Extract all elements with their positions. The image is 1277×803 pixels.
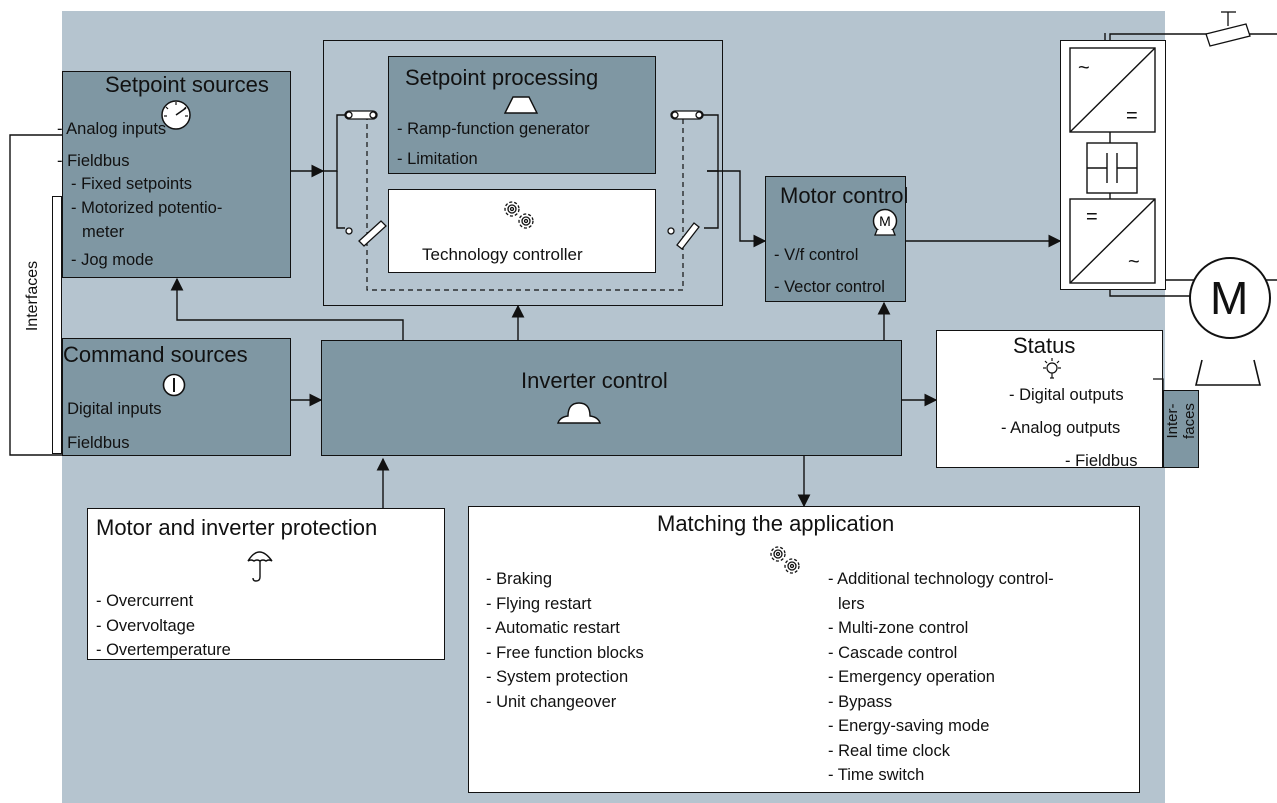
setpoint-processing-title: Setpoint processing xyxy=(405,65,599,90)
protection-item-overvoltage: - Overvoltage xyxy=(96,616,196,635)
matching-item-unit-changeover: - Unit changeover xyxy=(486,692,617,711)
status-item-fieldbus: - Fieldbus xyxy=(1065,452,1138,470)
motor-control-item-vector: - Vector control xyxy=(774,278,885,296)
matching-item-automatic-restart: - Automatic restart xyxy=(486,619,620,637)
status-item-analog-outputs: - Analog outputs xyxy=(1001,419,1121,437)
switch-icon xyxy=(344,110,378,120)
matching-item-multi-zone-control: - Multi-zone control xyxy=(828,619,969,637)
protection-title: Motor and inverter protection xyxy=(96,515,378,540)
technology-controller-block: Technology controller xyxy=(388,189,656,273)
motor-letter: M xyxy=(1210,272,1249,324)
processing-item-ramp-function-generator: - Ramp-function generator xyxy=(397,120,590,138)
matching-item-braking: - Braking xyxy=(486,570,553,588)
inverter-control-block: Inverter control xyxy=(321,340,902,456)
status-block: Status - Digital outputs - Analog output… xyxy=(936,330,1163,470)
protection-item-overtemperature: - Overtemperature xyxy=(96,641,231,659)
dome-icon xyxy=(557,402,601,424)
dial-icon xyxy=(161,100,191,130)
status-interfaces-block: Inter- faces xyxy=(1163,390,1199,468)
protection-item-overcurrent: - Overcurrent xyxy=(96,592,194,610)
status-item-digital-outputs: - Digital outputs xyxy=(1009,386,1124,404)
command-sources-block: Command sources - Digital inputs - Field… xyxy=(57,338,291,456)
setpoint-processing-frame xyxy=(323,40,723,306)
matching-item-free-function-blocks: - Free function blocks xyxy=(486,643,644,662)
technology-controller-label: Technology controller xyxy=(422,245,583,264)
setpoint-processing-block: Setpoint processing - Ramp-function gene… xyxy=(388,56,656,174)
setpoint-sources-title: Setpoint sources xyxy=(105,72,269,97)
matching-item-time-switch: - Time switch xyxy=(828,766,925,784)
rectifier-dc-symbol: = xyxy=(1126,105,1138,127)
gears-icon xyxy=(504,201,534,229)
motor-control-item-vf: - V/f control xyxy=(774,246,859,264)
trapezoid-icon xyxy=(503,96,539,114)
rectifier-ac-symbol: ~ xyxy=(1078,57,1090,79)
matching-item-bypass: - Bypass xyxy=(828,692,893,711)
command-sources-title: Command sources xyxy=(63,342,248,367)
setpoint-sources-block: Setpoint sources - Analog inputs - Field… xyxy=(57,71,291,278)
command-item-fieldbus: - Fieldbus xyxy=(57,434,130,452)
setpoint-item-meter: meter xyxy=(82,223,125,241)
matching-item-real-time-clock: - Real time clock xyxy=(828,741,950,760)
matching-item-additional-technology-controllers: - Additional technology control- xyxy=(828,570,1054,588)
setpoint-item-analog-inputs: - Analog inputs xyxy=(57,120,167,138)
matching-item-emergency-operation: - Emergency operation xyxy=(828,668,995,686)
interfaces-bar xyxy=(52,196,62,454)
motor-icon-letter: M xyxy=(879,213,891,229)
umbrella-icon xyxy=(247,551,273,582)
inverter-ac-symbol: ~ xyxy=(1128,251,1140,273)
status-title: Status xyxy=(1013,333,1076,358)
motor-icon: M xyxy=(872,208,898,236)
inverter-dc-symbol: = xyxy=(1086,206,1098,228)
setpoint-item-fieldbus: - Fieldbus xyxy=(57,152,130,170)
lightbulb-icon xyxy=(1043,358,1061,379)
matching-item-additional-technology-controllers-cont: lers xyxy=(838,594,865,613)
processing-item-limitation: - Limitation xyxy=(397,150,478,168)
setpoint-item-fixed-setpoints: - Fixed setpoints xyxy=(71,175,193,193)
inverter-control-title: Inverter control xyxy=(521,368,668,393)
gears-icon xyxy=(770,546,800,574)
protection-block: Motor and inverter protection - Overcurr… xyxy=(87,508,445,660)
setpoint-item-motorized-potentiometer: - Motorized potentio- xyxy=(71,199,223,217)
motor-control-block: Motor control M - V/f control - Vector c… xyxy=(765,176,909,302)
motor-control-title: Motor control xyxy=(780,183,909,208)
matching-title: Matching the application xyxy=(657,511,895,536)
command-item-digital-inputs: - Digital inputs xyxy=(57,400,162,418)
matching-item-system-protection: - System protection xyxy=(486,668,629,686)
power-button-icon xyxy=(162,373,186,397)
matching-item-flying-restart: - Flying restart xyxy=(486,594,592,613)
switch-icon xyxy=(670,110,704,120)
supply-switch-icon xyxy=(1205,23,1251,47)
dashed-signal-path xyxy=(366,115,684,291)
setpoint-item-jog-mode: - Jog mode xyxy=(71,251,154,269)
matching-item-cascade-control: - Cascade control xyxy=(828,643,958,662)
matching-item-energy-saving-mode: - Energy-saving mode xyxy=(828,717,990,735)
matching-block: Matching the application - Braking - Fly… xyxy=(468,506,1140,793)
